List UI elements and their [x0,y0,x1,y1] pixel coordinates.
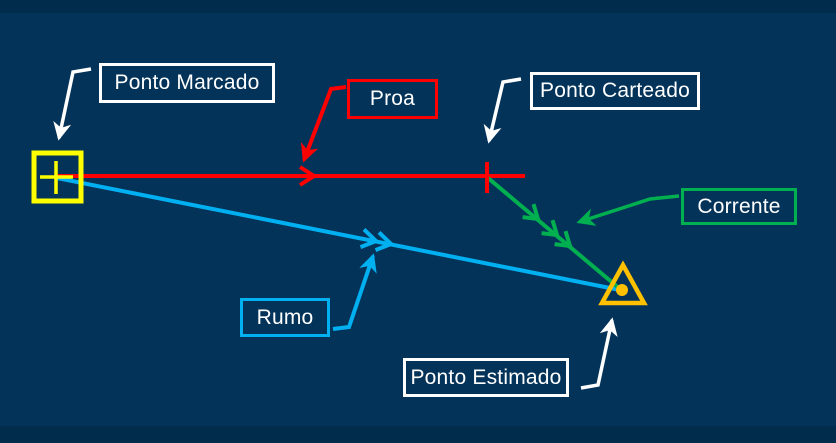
letterbox-band-bottom [0,426,836,443]
ponto-marcado-callout-arrow [53,67,92,141]
label-ponto-marcado: Ponto Marcado [99,63,275,103]
label-ponto-estimado: Ponto Estimado [403,358,569,397]
ponto-marcado-symbol [31,150,84,204]
ponto-estimado-symbol [598,260,648,306]
ponto-estimado-callout-arrow [580,317,618,390]
rumo-vector [56,176,621,292]
corrente-vector [486,176,622,291]
ponto-carteado-callout-arrow [483,77,522,144]
corrente-callout-arrow [576,194,680,226]
label-rumo: Rumo [240,298,330,337]
label-corrente: Corrente [681,188,797,225]
label-ponto-carteado: Ponto Carteado [530,72,700,110]
letterbox-band-top [0,0,836,13]
label-proa: Proa [347,79,438,119]
proa-callout-arrow [300,85,347,163]
proa-vector [57,165,525,187]
rumo-callout-arrow [332,253,377,331]
